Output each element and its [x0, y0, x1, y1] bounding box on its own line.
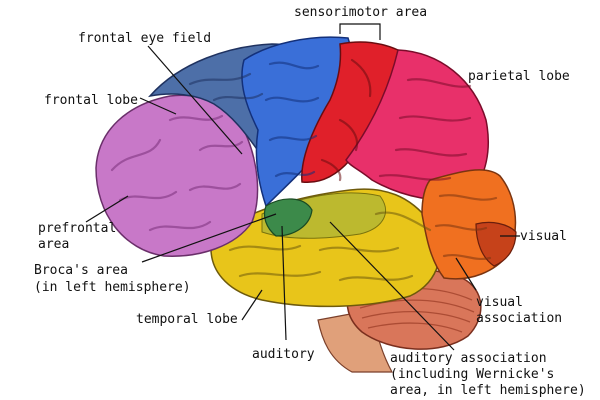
leader-lines — [85, 23, 520, 351]
label-parietal-lobe: parietal lobe — [468, 69, 570, 84]
label-brocas-line2: (in left hemisphere) — [34, 280, 191, 295]
label-visual: visual — [520, 229, 567, 244]
leader-frontal-lobe — [139, 97, 177, 115]
label-auditory-association-line3: area, in left hemisphere) — [390, 383, 586, 398]
label-visual-association-line1: visual — [476, 295, 523, 310]
label-auditory: auditory — [252, 347, 315, 362]
leader-prefrontal — [85, 195, 129, 223]
label-prefrontal-line1: prefrontal — [38, 221, 116, 236]
label-frontal-eye-field: frontal eye field — [78, 31, 211, 46]
label-prefrontal-line2: area — [38, 237, 69, 252]
leader-auditory-association — [329, 221, 455, 351]
visual-cortex-region — [475, 221, 517, 267]
brocas-area-region — [263, 198, 313, 237]
label-visual-association-line2: association — [476, 311, 562, 326]
leader-auditory — [281, 225, 287, 341]
label-frontal-lobe: frontal lobe — [44, 93, 138, 108]
leader-frontal-eye-field — [147, 45, 243, 155]
prefrontal-region — [95, 94, 259, 257]
leader-brocas — [141, 213, 277, 263]
leader-temporal — [241, 289, 263, 321]
label-auditory-association-line1: auditory association — [390, 351, 547, 366]
label-temporal-lobe: temporal lobe — [136, 312, 238, 327]
leader-visual-association — [455, 257, 477, 291]
gyri-texture — [110, 58, 498, 282]
label-sensorimotor-area: sensorimotor area — [294, 5, 427, 20]
label-brocas-line1: Broca's area — [34, 263, 128, 278]
leader-sensorimotor — [339, 23, 381, 40]
label-auditory-association-line2: (including Wernicke's — [390, 367, 554, 382]
